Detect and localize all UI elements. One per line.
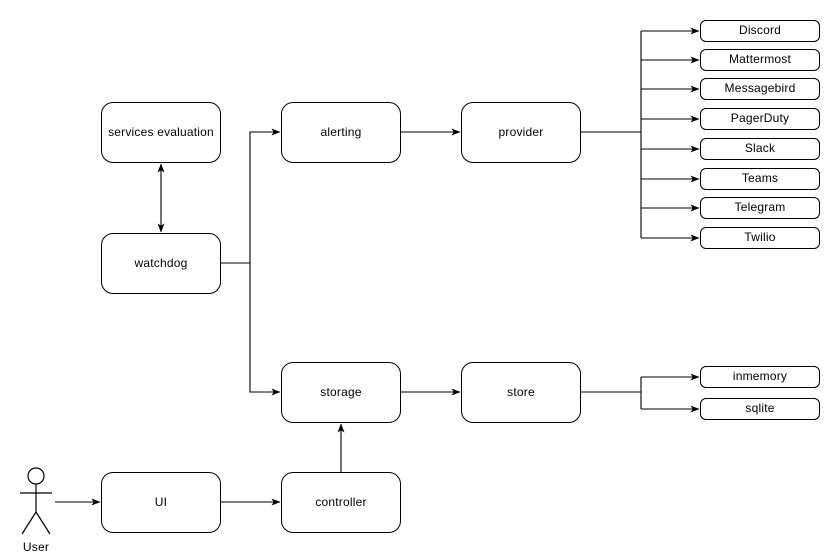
node-label: services evaluation bbox=[108, 124, 214, 139]
node-label: controller bbox=[315, 494, 367, 509]
node-label: watchdog bbox=[134, 255, 188, 270]
node-services-evaluation[interactable]: services evaluation bbox=[101, 102, 221, 163]
node-label: Mattermost bbox=[728, 52, 791, 67]
node-label: UI bbox=[154, 494, 168, 509]
node-label: inmemory bbox=[732, 369, 788, 384]
node-provider[interactable]: provider bbox=[461, 102, 581, 163]
node-label: Twilio bbox=[744, 230, 776, 245]
node-label: Telegram bbox=[734, 200, 786, 215]
node-watchdog[interactable]: watchdog bbox=[101, 233, 221, 294]
node-pagerduty[interactable]: PagerDuty bbox=[700, 108, 820, 130]
stick-figure-icon bbox=[20, 467, 52, 535]
node-label: alerting bbox=[320, 124, 362, 139]
node-messagebird[interactable]: Messagebird bbox=[700, 78, 820, 100]
node-alerting[interactable]: alerting bbox=[281, 102, 401, 163]
node-label: sqlite bbox=[745, 401, 775, 416]
node-discord[interactable]: Discord bbox=[700, 20, 820, 42]
actor-user: User bbox=[8, 466, 64, 558]
node-label: provider bbox=[498, 124, 544, 139]
node-label: Teams bbox=[741, 171, 779, 186]
node-slack[interactable]: Slack bbox=[700, 138, 820, 160]
node-label: Messagebird bbox=[724, 81, 796, 96]
node-telegram[interactable]: Telegram bbox=[700, 197, 820, 219]
node-storage[interactable]: storage bbox=[281, 362, 401, 423]
edge-watchdog-to-storage bbox=[249, 263, 281, 396]
node-sqlite[interactable]: sqlite bbox=[700, 398, 820, 420]
edge-watchdog-to-alerting bbox=[249, 128, 281, 263]
node-store[interactable]: store bbox=[461, 362, 581, 423]
node-controller[interactable]: controller bbox=[281, 472, 401, 533]
actor-user-label: User bbox=[22, 540, 50, 554]
node-ui[interactable]: UI bbox=[101, 472, 221, 533]
node-label: PagerDuty bbox=[730, 111, 790, 126]
node-label: store bbox=[507, 384, 535, 399]
node-label: Discord bbox=[738, 23, 782, 38]
node-inmemory[interactable]: inmemory bbox=[700, 366, 820, 388]
node-label: storage bbox=[320, 384, 362, 399]
node-twilio[interactable]: Twilio bbox=[700, 227, 820, 249]
node-teams[interactable]: Teams bbox=[700, 168, 820, 190]
node-label: Slack bbox=[744, 141, 776, 156]
node-mattermost[interactable]: Mattermost bbox=[700, 49, 820, 71]
